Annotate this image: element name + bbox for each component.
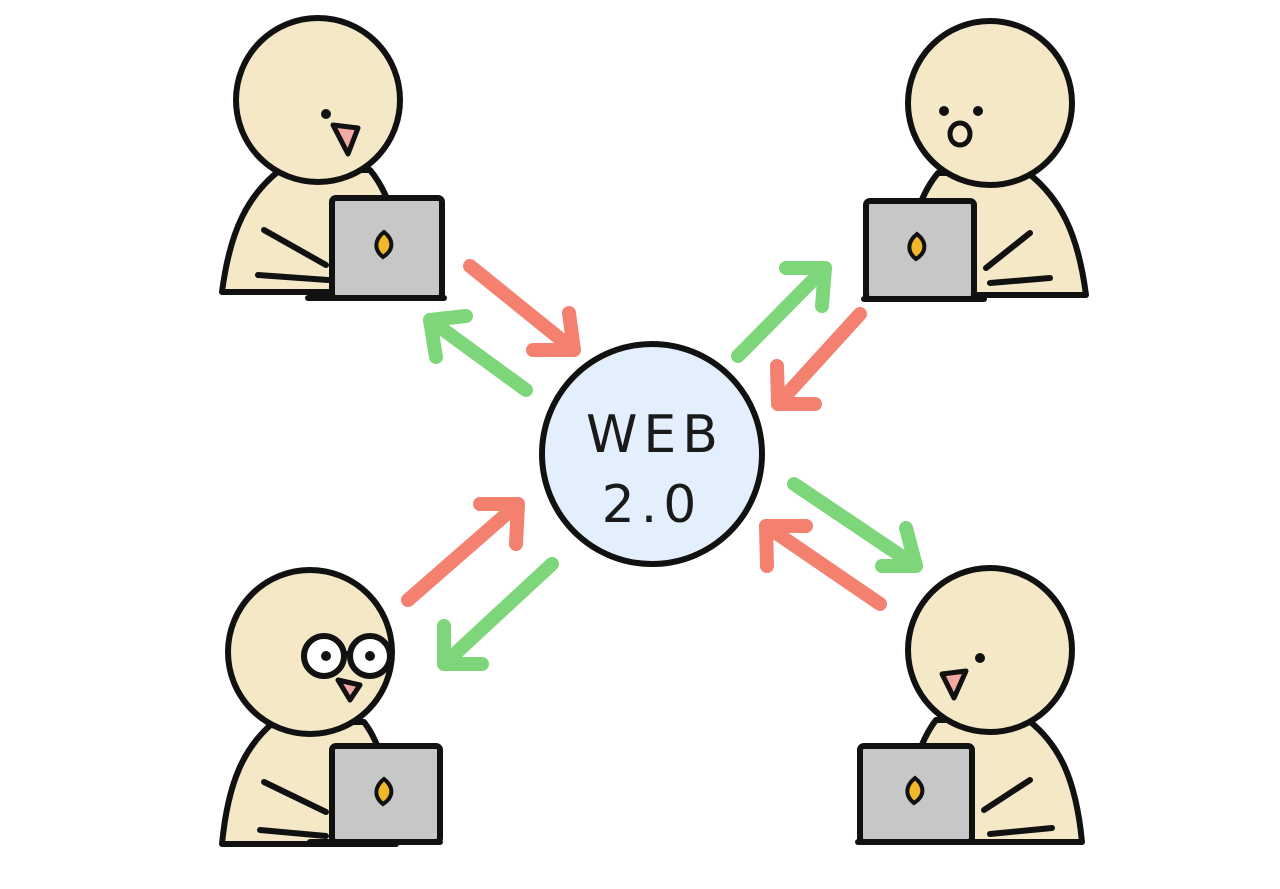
laptop-logo-icon [905,775,925,806]
eye [975,653,985,663]
arrow-to-hub-top-left [463,259,581,357]
hub-label-line1: WEB [586,405,724,465]
arrow-from-hub-top-left [423,309,533,397]
arrow-to-hub-top-right [770,307,867,411]
hub-label-line2: 2.0 [602,475,703,535]
arrow-from-hub-top-right [731,261,832,363]
arrow-from-hub-bottom-left [437,557,559,671]
surprised-mouth-icon [947,120,973,148]
arrow-to-hub-bottom-right [759,519,887,611]
web-hub-node: WEB 2.0 [539,341,765,567]
laptop-logo-icon [374,776,394,807]
laptop-logo-icon [907,231,927,262]
laptop-icon [855,743,983,845]
arrow-to-hub-bottom-left [401,497,525,607]
laptop-icon [305,195,447,301]
user-bottom-left [219,567,443,847]
eye [321,109,331,119]
laptop-icon [861,198,987,302]
arrow-from-hub-bottom-right [787,477,923,573]
laptop-logo-icon [374,229,394,260]
eye [939,106,949,116]
user-top-right [861,18,1089,302]
data-flow-arrows [401,259,923,671]
eye [973,106,983,116]
laptop-icon [307,743,443,845]
beak-icon [330,122,361,157]
user-bottom-right [855,565,1085,845]
user-top-left [219,15,447,301]
glasses-icon [301,633,393,679]
beak-icon [939,668,969,701]
beak-icon [335,677,363,703]
